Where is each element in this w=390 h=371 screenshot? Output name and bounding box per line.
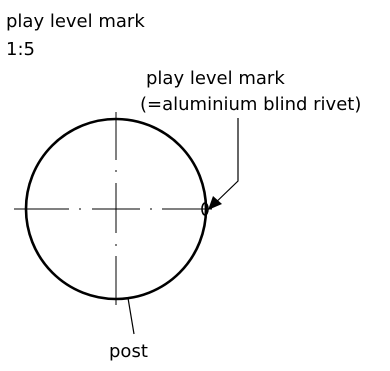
drawing-scale: 1:5 (6, 39, 35, 60)
post-leader (127, 297, 135, 335)
callout-label-line1: play level mark (146, 68, 285, 89)
callout-label-line2: (=aluminium blind rivet) (140, 94, 361, 115)
callout-leader (208, 118, 239, 210)
post-label: post (109, 341, 148, 362)
rivet-mark (201, 202, 209, 216)
drawing-title: play level mark (6, 11, 145, 32)
leader-arrowhead (208, 196, 222, 210)
